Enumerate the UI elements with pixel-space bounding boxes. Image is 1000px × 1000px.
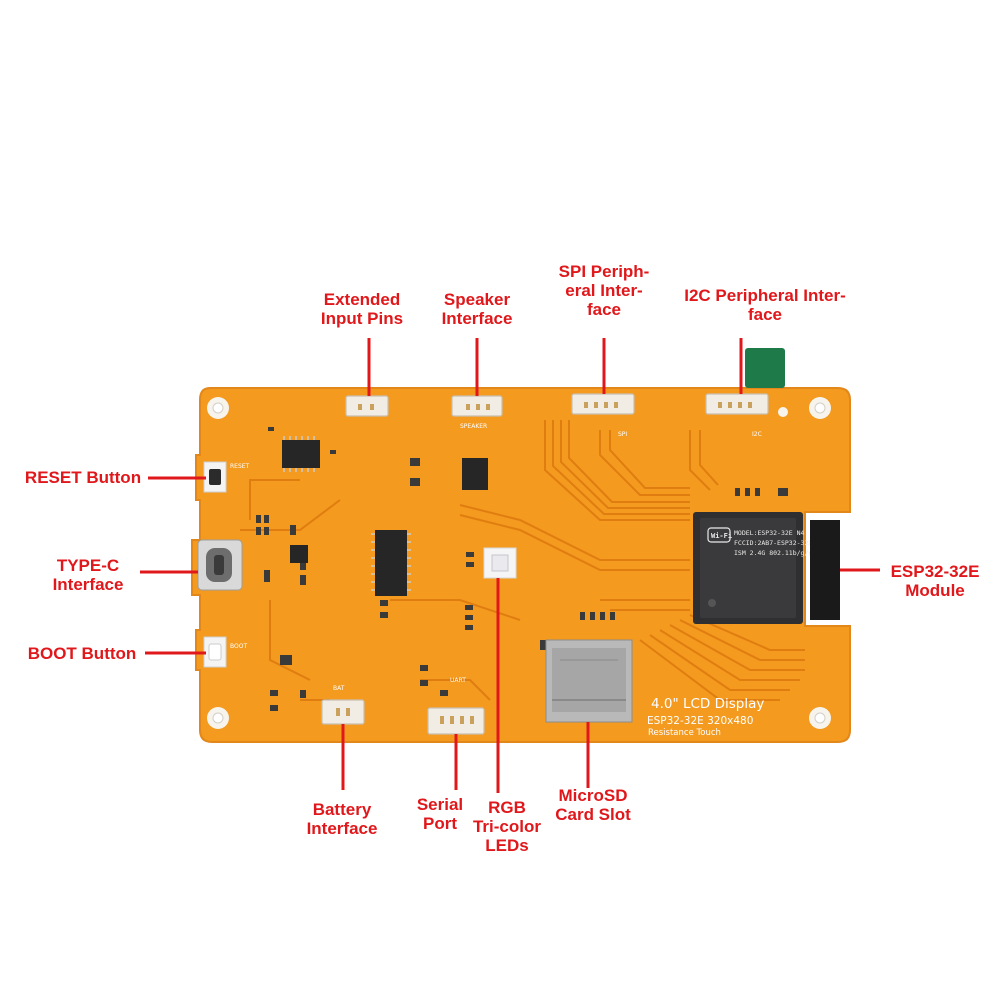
silk-boot: BOOT xyxy=(230,643,247,650)
silk-i2c: I2C xyxy=(752,431,762,438)
lcd-model: ESP32-32E 320x480 xyxy=(647,715,753,727)
callout-serial-port: Serial Port xyxy=(416,795,464,833)
lcd-touch: Resistance Touch xyxy=(648,728,721,738)
callout-spi-peripheral-interface: SPI Periph- eral Inter- face xyxy=(558,262,650,319)
ic-chips xyxy=(282,440,488,596)
module-line-2: FCCID:2AB7-ESP32-32X xyxy=(734,539,812,547)
lcd-title: 4.0" LCD Display xyxy=(651,696,764,712)
reset-button-part xyxy=(203,461,227,493)
microsd-slot xyxy=(545,639,633,723)
pcb-traces xyxy=(240,420,805,701)
boot-button-part xyxy=(203,636,227,668)
module-line-1: MODEL:ESP32-32E N4 xyxy=(734,529,805,537)
silk-bat: BAT xyxy=(333,685,345,692)
smd-components xyxy=(256,427,788,711)
callout-esp32-module: ESP32-32E Module xyxy=(890,562,980,600)
display-ribbon-tab xyxy=(745,348,785,388)
silk-spi: SPI xyxy=(618,431,627,438)
callout-reset-button: RESET Button xyxy=(24,468,142,487)
leader-lines xyxy=(140,338,880,793)
pcb-board xyxy=(191,387,851,743)
callout-speaker-interface: Speaker Interface xyxy=(441,290,513,328)
silk-uart: UART xyxy=(450,677,466,684)
wifi-logo: Wi-Fi xyxy=(711,532,732,540)
module-line-3: ISM 2.4G 802.11b/g/n xyxy=(734,549,812,557)
silk-reset: RESET xyxy=(230,463,250,470)
callout-battery-interface: Battery Interface xyxy=(306,800,378,838)
ic-pins xyxy=(283,436,411,591)
silkscreen: RESET BOOT SPEAKER SPI I2C UART BAT 4.0"… xyxy=(230,423,764,738)
silk-speaker: SPEAKER xyxy=(460,423,487,430)
callout-extended-input-pins: Extended Input Pins xyxy=(320,290,404,328)
callout-rgb-leds: RGB Tri-color LEDs xyxy=(472,798,541,855)
callout-type-c-interface: TYPE-C Interface xyxy=(52,556,124,594)
callout-i2c-peripheral-interface: I2C Peripheral Inter- face xyxy=(684,286,846,324)
type-c-port xyxy=(197,539,243,591)
rgb-led xyxy=(466,547,517,579)
esp32-module: Wi-Fi MODEL:ESP32-32E N4 FCCID:2AB7-ESP3… xyxy=(693,512,840,624)
callout-microsd-slot: MicroSD Card Slot xyxy=(555,786,631,824)
callout-boot-button: BOOT Button xyxy=(27,644,137,663)
connector-pins xyxy=(336,402,752,724)
mounting-holes xyxy=(207,397,831,729)
